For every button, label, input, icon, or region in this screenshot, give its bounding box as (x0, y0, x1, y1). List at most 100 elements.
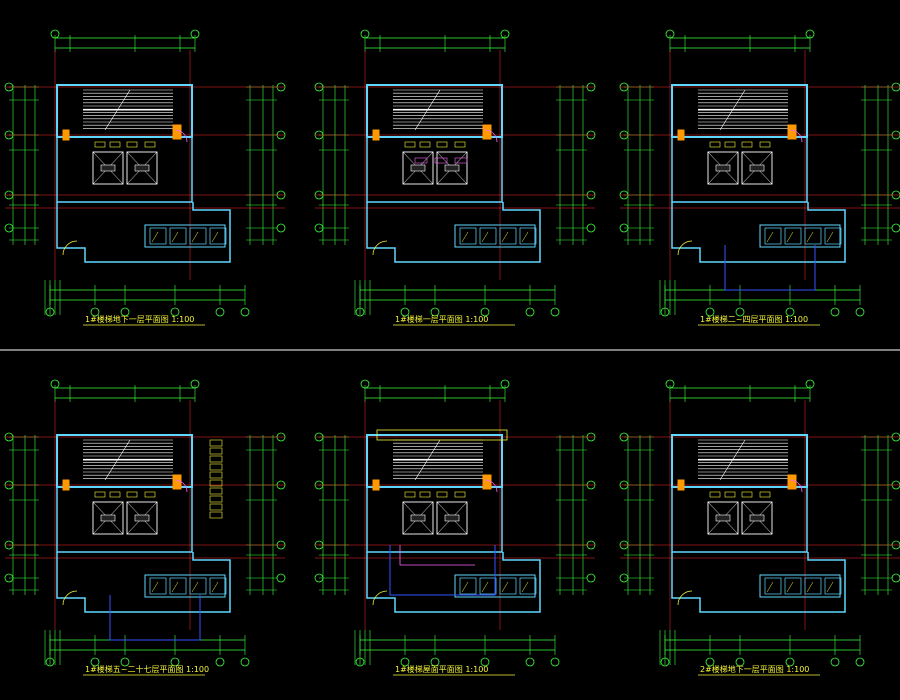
shaft-room-wall (144, 224, 226, 248)
door-frame-accent (482, 124, 492, 140)
axis-bubble-bottom (355, 307, 365, 317)
elevator-label-box (100, 164, 116, 172)
elevator-car (126, 501, 158, 535)
shaft-mark (171, 231, 179, 243)
elevator-car (126, 151, 158, 185)
stair-break-line (104, 439, 131, 481)
axis-bubble-bottom (120, 307, 130, 317)
stair-break-line (104, 89, 131, 131)
shaft-cell (169, 227, 187, 245)
axis-bubble-bottom (400, 307, 410, 317)
elevator-car (402, 501, 434, 535)
corridor-wall (671, 202, 846, 263)
axis-bubble-left (314, 223, 324, 233)
plan-caption: 2#楼梯地下一层平面图 1:100 (700, 664, 809, 674)
label-tag (126, 141, 138, 148)
axis-bubble-bottom (215, 657, 225, 667)
side-legend-box (209, 463, 223, 471)
side-legend-box (209, 471, 223, 479)
label-tag (126, 491, 138, 498)
elevator-car (741, 501, 773, 535)
axis-bubble-bottom (120, 657, 130, 667)
shaft-mark (521, 581, 529, 593)
shaft-mark (786, 581, 794, 593)
shaft-cell (519, 577, 537, 595)
shaft-cell (764, 227, 782, 245)
axis-bubble-bottom (705, 307, 715, 317)
shaft-mark (461, 581, 469, 593)
dimension-lines (319, 35, 587, 315)
floor-plan-1: 1#楼梯地下一层平面图 1:100 (4, 29, 286, 326)
shaft-cell (804, 577, 822, 595)
doors (677, 479, 803, 606)
stair-break-line (414, 89, 441, 131)
axis-bubble-bottom (735, 657, 745, 667)
shafts (459, 227, 537, 245)
stair (83, 439, 173, 481)
elevator-car (741, 151, 773, 185)
shaft-cell (784, 227, 802, 245)
side-legend-box (209, 447, 223, 455)
shaft-cell (209, 577, 227, 595)
axis-bubble-bottom (855, 307, 865, 317)
shaft-mark (191, 581, 199, 593)
plan-caption: 1#楼梯屋面平面图 1:100 (395, 664, 488, 674)
elevator-car (707, 151, 739, 185)
axis-bubble-bottom (480, 307, 490, 317)
shaft-mark (461, 231, 469, 243)
door-frame-accent (677, 129, 685, 141)
label-tag (759, 491, 771, 498)
floor-plan-3: 1#楼梯二~四层平面图 1:100 (619, 29, 900, 326)
doors (62, 129, 188, 256)
dimension-lines (9, 385, 277, 665)
stair (393, 439, 483, 481)
elevators (92, 501, 158, 535)
door-swing (484, 479, 498, 493)
shaft-mark (826, 581, 834, 593)
label-tag (741, 141, 753, 148)
label-tag (144, 491, 156, 498)
magenta-tag (454, 157, 468, 164)
shaft-mark (501, 581, 509, 593)
side-legend-box (209, 511, 223, 519)
elevators (707, 501, 773, 535)
label-tag (724, 491, 736, 498)
magenta-tag (434, 157, 448, 164)
side-legend-box (209, 495, 223, 503)
shaft-cell (499, 227, 517, 245)
grid-axes (620, 50, 900, 280)
walls (671, 434, 846, 613)
axis-bubble-right (586, 573, 596, 583)
axis-bubble-top (665, 379, 675, 389)
axis-bubble-left (314, 573, 324, 583)
walls (671, 84, 846, 263)
side-legend-box (209, 479, 223, 487)
door-swing (789, 479, 803, 493)
shaft-mark (481, 581, 489, 593)
axis-bubble-right (891, 573, 900, 583)
elevator-label-box (134, 164, 150, 172)
axis-bubble-top (500, 29, 510, 39)
door-frame-accent (62, 479, 70, 491)
shaft-mark (786, 231, 794, 243)
magenta-tag (414, 157, 428, 164)
label-tag (109, 491, 121, 498)
elevator-label-box (100, 514, 116, 522)
label-tag (436, 491, 448, 498)
stair-break-line (719, 89, 746, 131)
axis-bubble-top (805, 29, 815, 39)
blue-outline (389, 545, 496, 596)
floor-plan-5: 1#楼梯屋面平面图 1:100 (314, 379, 596, 676)
label-tag (109, 141, 121, 148)
shaft-cell (459, 227, 477, 245)
axis-bubble-bottom (660, 657, 670, 667)
door-frame-accent (372, 479, 380, 491)
side-legend-box (209, 503, 223, 511)
axis-bubble-bottom (785, 657, 795, 667)
axis-bubble-left (619, 223, 629, 233)
axis-bubble-top (360, 379, 370, 389)
axis-bubble-bottom (660, 307, 670, 317)
door-frame-accent (482, 474, 492, 490)
door-swing (62, 240, 78, 256)
stair-break-line (719, 439, 746, 481)
